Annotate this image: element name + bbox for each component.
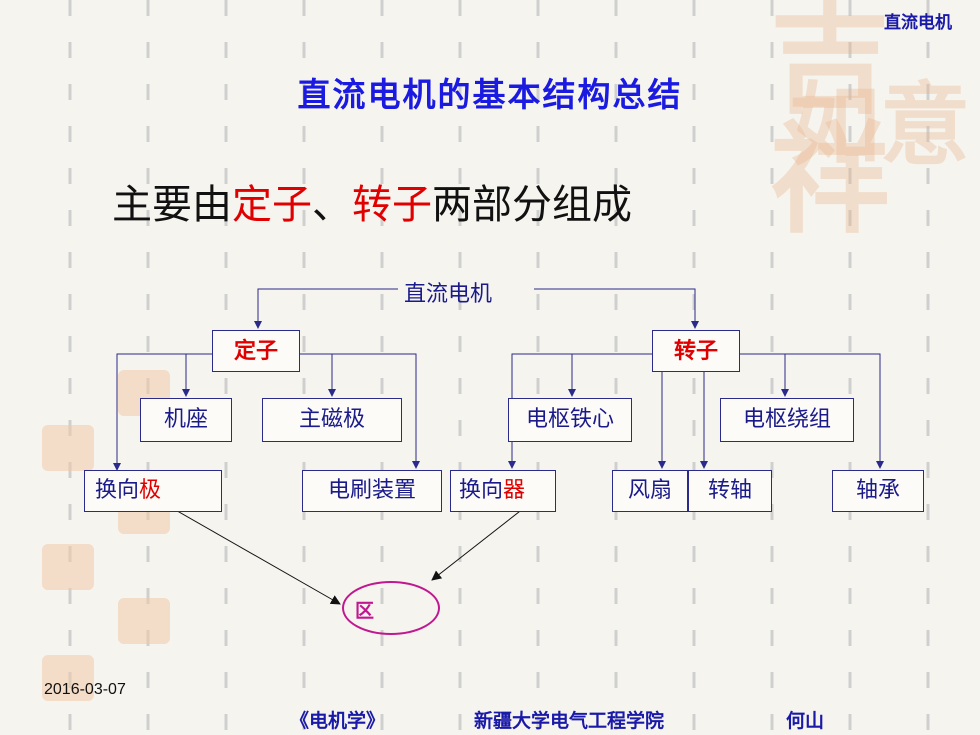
slide-subtitle: 主要由定子、转子两部分组成 <box>112 172 632 230</box>
node-rotor-label: 转子 <box>673 338 718 364</box>
decorative-seal-logo: 吉祥 <box>770 0 890 250</box>
subtitle-suffix: 两部分组成 <box>432 182 632 228</box>
node-commutating-pole-a: 换向 <box>95 478 140 503</box>
node-fan: 风扇 <box>612 470 688 512</box>
node-rotor: 转子 <box>652 330 740 372</box>
node-stator-label: 定子 <box>233 338 278 364</box>
node-commutator-b: 器 <box>503 478 526 503</box>
node-commutator-a: 换向 <box>459 478 504 503</box>
subtitle-rotor: 转子 <box>352 182 432 228</box>
node-brush: 电刷装置 <box>302 470 442 512</box>
node-armature-winding: 电枢绕组 <box>720 398 854 442</box>
connector-root-stator <box>254 288 398 329</box>
node-armature-core: 电枢铁心 <box>508 398 632 442</box>
connector-rotor-bearing <box>740 353 884 469</box>
decorative-seal-small <box>42 544 94 590</box>
connector-root-rotor <box>534 288 699 329</box>
decorative-seal-small <box>42 425 94 471</box>
footer-institution: 新疆大学电气工程学院 <box>474 710 665 732</box>
decorative-seal-logo: 如意 <box>790 72 970 178</box>
connector-rotor-winding <box>740 353 789 397</box>
decorative-seal-small <box>42 655 94 701</box>
connector-stator-mainpole <box>300 353 336 397</box>
node-stator: 定子 <box>212 330 300 372</box>
subtitle-separator: 、 <box>312 182 352 228</box>
node-main-pole: 主磁极 <box>262 398 402 442</box>
zone-label: 区 <box>355 600 375 622</box>
connector-stator-bus <box>113 353 212 471</box>
corner-label: 直流电机 <box>884 13 952 33</box>
connector-stator-brush <box>300 353 420 469</box>
node-commutating-pole: 换向极 <box>84 470 222 512</box>
footer-date: 2016-03-07 <box>44 681 126 698</box>
footer-author: 何山 <box>786 710 825 732</box>
decorative-seal-small <box>118 598 170 644</box>
arrow-pole-to-zone <box>171 507 341 605</box>
slide-title: 直流电机的基本结构总结 <box>297 75 683 114</box>
subtitle-prefix: 主要由 <box>112 182 232 228</box>
node-commutating-pole-b: 极 <box>139 478 162 503</box>
root-node-dc-machine: 直流电机 <box>404 282 493 307</box>
subtitle-stator: 定子 <box>232 182 312 228</box>
arrow-commutator-to-zone <box>431 507 525 581</box>
zone-ellipse <box>342 581 440 635</box>
node-commutator: 换向器 <box>450 470 556 512</box>
node-frame: 机座 <box>140 398 232 442</box>
node-shaft: 转轴 <box>688 470 772 512</box>
footer-book: 《电机学》 <box>290 710 386 732</box>
node-bearing: 轴承 <box>832 470 924 512</box>
